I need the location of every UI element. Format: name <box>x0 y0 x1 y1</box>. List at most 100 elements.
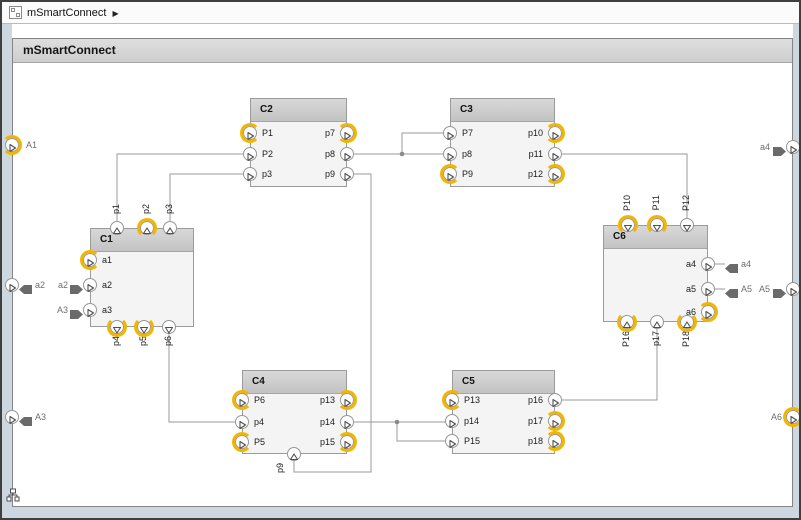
port-C4-p15[interactable] <box>337 432 357 452</box>
breadcrumb-item-model[interactable]: mSmartConnect <box>27 6 107 19</box>
port-C1-p1[interactable] <box>110 221 124 235</box>
port-C6-P11[interactable] <box>647 215 667 235</box>
port-C1-p3[interactable] <box>163 221 177 235</box>
port-edge-A6[interactable] <box>783 407 799 427</box>
port-glyph <box>7 280 17 298</box>
port-C5-p17[interactable] <box>545 411 565 431</box>
port-C4-p14[interactable] <box>340 415 354 430</box>
port-C2-p3[interactable] <box>243 167 257 182</box>
port-C1-p5[interactable] <box>134 317 154 337</box>
edge-tag-A3[interactable] <box>19 413 32 431</box>
port-direction-icon <box>247 152 255 162</box>
port-label-C5-p16: p16 <box>527 395 543 405</box>
port-label-C1-p2: p2 <box>141 204 151 215</box>
port-C4-p13[interactable] <box>337 390 357 410</box>
port-glyph <box>623 220 633 238</box>
port-C6-P12[interactable] <box>680 218 694 232</box>
edge-port-label-A5: A5 <box>758 284 770 294</box>
port-C2-p8[interactable] <box>340 147 354 162</box>
port-C2-P2[interactable] <box>243 147 257 162</box>
port-glyph <box>445 128 455 146</box>
port-C3-P7[interactable] <box>443 126 457 141</box>
port-C1-p6[interactable] <box>162 320 176 334</box>
port-C6-a4[interactable] <box>701 257 715 272</box>
port-C4-P6[interactable] <box>232 390 252 410</box>
port-C1-a3[interactable] <box>83 303 97 318</box>
port-C2-p7[interactable] <box>337 123 357 143</box>
connection-tag-A5[interactable] <box>725 285 738 303</box>
breadcrumb-expand-icon[interactable]: ▶ <box>112 8 119 18</box>
block-title: C6 <box>613 231 626 242</box>
port-C6-P16[interactable] <box>617 312 637 332</box>
component-C2[interactable]: C2 <box>250 98 347 187</box>
port-C5-p18[interactable] <box>545 431 565 451</box>
port-direction-icon <box>622 321 632 329</box>
port-C6-P18[interactable] <box>677 312 697 332</box>
port-label-C1-a2: a2 <box>102 280 113 290</box>
connection-tag-A3[interactable] <box>70 306 83 324</box>
port-glyph <box>237 395 247 413</box>
port-edge-A5[interactable] <box>786 282 799 297</box>
port-label-C6-a6: a6 <box>685 307 696 317</box>
port-direction-icon <box>247 131 255 141</box>
port-C2-P1[interactable] <box>240 123 260 143</box>
port-C1-a1[interactable] <box>80 250 100 270</box>
port-label-C5-p18: p18 <box>527 436 543 446</box>
port-C4-p9[interactable] <box>287 447 301 461</box>
port-C5-P13[interactable] <box>442 390 462 410</box>
port-glyph <box>245 169 255 187</box>
port-glyph <box>237 437 247 455</box>
component-C1[interactable]: C1 <box>90 228 194 327</box>
port-label-C1-p3: p3 <box>164 204 174 215</box>
port-edge-A3[interactable] <box>5 410 19 425</box>
block-title: C2 <box>260 104 273 115</box>
block-title: C1 <box>100 234 113 245</box>
port-C1-p4[interactable] <box>107 317 127 337</box>
port-C3-p12[interactable] <box>545 164 565 184</box>
port-edge-a4[interactable] <box>786 140 799 155</box>
port-edge-a2[interactable] <box>5 278 19 293</box>
port-C4-p4[interactable] <box>235 415 249 430</box>
port-direction-icon <box>705 262 713 272</box>
port-edge-A1[interactable] <box>2 135 22 155</box>
port-C2-p9[interactable] <box>340 167 354 182</box>
connection-tag-label-a4: a4 <box>741 259 752 269</box>
connection-tag-a2[interactable] <box>70 281 83 299</box>
port-C6-P10[interactable] <box>618 215 638 235</box>
port-direction-icon <box>344 172 352 182</box>
port-C5-p16[interactable] <box>548 393 562 408</box>
port-C3-p8[interactable] <box>443 147 457 162</box>
port-C5-p14[interactable] <box>445 414 459 429</box>
port-direction-icon <box>165 227 175 235</box>
edge-tag-a2[interactable] <box>19 281 32 299</box>
port-glyph <box>342 437 352 455</box>
port-direction-icon <box>623 224 633 232</box>
breadcrumb: mSmartConnect ▶ <box>2 2 799 24</box>
port-direction-icon <box>344 131 352 141</box>
port-C3-p10[interactable] <box>545 123 565 143</box>
connection-tag-a4[interactable] <box>725 260 738 278</box>
port-direction-icon <box>344 398 352 408</box>
port-C6-a6[interactable] <box>698 302 718 322</box>
port-glyph <box>703 259 713 277</box>
port-C1-a2[interactable] <box>83 278 97 293</box>
edge-tag-a4[interactable] <box>773 143 786 161</box>
architecture-badge-icon[interactable] <box>6 488 20 507</box>
port-direction-icon <box>139 326 149 334</box>
component-C5[interactable]: C5 <box>452 370 555 454</box>
edge-tag-A5[interactable] <box>773 285 786 303</box>
port-glyph <box>342 395 352 413</box>
component-C3[interactable]: C3 <box>450 98 555 187</box>
port-label-C6-P10: P10 <box>622 195 632 212</box>
port-C3-p11[interactable] <box>548 147 562 162</box>
port-label-C2-p7: p7 <box>324 128 335 138</box>
model-icon <box>9 6 22 19</box>
port-C4-P5[interactable] <box>232 432 252 452</box>
port-C5-P15[interactable] <box>445 434 459 449</box>
port-C1-p2[interactable] <box>137 218 157 238</box>
port-C3-P9[interactable] <box>440 164 460 184</box>
port-C6-a5[interactable] <box>701 282 715 297</box>
block-header: C3 <box>451 99 554 122</box>
connection-tag-label-a2: a2 <box>57 280 68 290</box>
port-C6-p17[interactable] <box>650 315 664 329</box>
